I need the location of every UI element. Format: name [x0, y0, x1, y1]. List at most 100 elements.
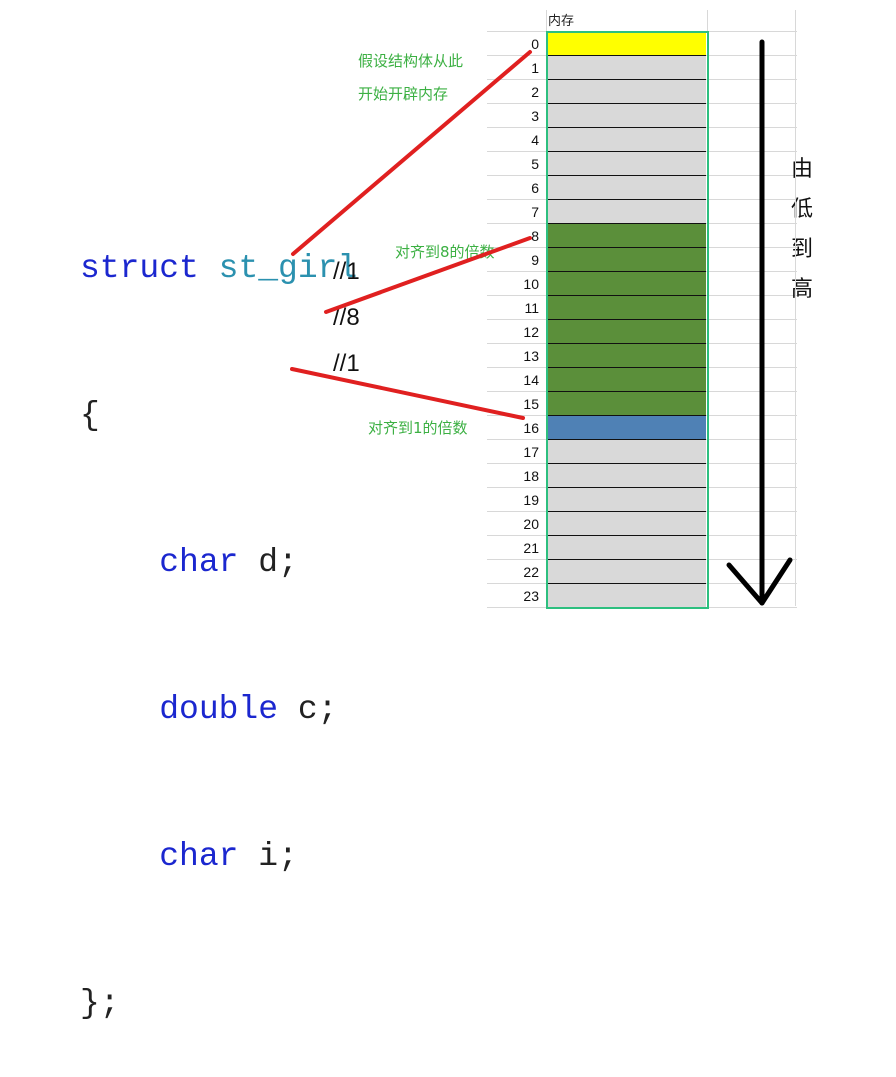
memory-byte-cell	[548, 344, 706, 368]
memory-row: 16	[487, 416, 797, 440]
close-brace-line: };	[80, 979, 357, 1028]
memory-row: 15	[487, 392, 797, 416]
align1-annotation: 对齐到1的倍数	[368, 419, 468, 437]
memory-byte-cell	[548, 560, 706, 584]
memory-offset-label: 23	[523, 588, 539, 604]
memory-row: 12	[487, 320, 797, 344]
memory-offset-label: 11	[524, 300, 539, 316]
memory-row: 17	[487, 440, 797, 464]
memory-offset-label: 17	[523, 444, 539, 460]
close-brace: };	[80, 985, 120, 1022]
right-gridline	[795, 10, 796, 606]
memory-offset-label: 15	[523, 396, 539, 412]
field-char-d-line: char d;	[80, 538, 357, 587]
memory-offset-label: 2	[531, 84, 539, 100]
memory-row: 20	[487, 512, 797, 536]
memory-byte-cell	[548, 152, 706, 176]
memory-offset-label: 12	[523, 324, 539, 340]
memory-offset-label: 21	[523, 540, 539, 556]
open-brace-line: {	[80, 391, 357, 440]
memory-offset-label: 4	[531, 132, 539, 148]
connector-c-to-8	[324, 236, 532, 314]
memory-row: 0	[487, 32, 797, 56]
memory-byte-cell	[548, 464, 706, 488]
direction-arrow-head	[726, 557, 793, 606]
memory-byte-cell	[548, 56, 706, 80]
connector-overlay	[290, 39, 793, 606]
memory-offset-label: 1	[531, 60, 539, 76]
memory-byte-cell	[548, 416, 706, 440]
direction-char-2: 低	[790, 197, 813, 222]
memory-offset-label: 5	[531, 156, 539, 172]
memory-row: 10	[487, 272, 797, 296]
memory-byte-cell	[548, 248, 706, 272]
memory-offset-label: 19	[523, 492, 539, 508]
memory-offset-label: 3	[531, 108, 539, 124]
memory-offset-label: 7	[531, 204, 539, 220]
field-i-comment: //1	[333, 350, 360, 377]
direction-char-4: 高	[790, 277, 813, 302]
memory-byte-cell	[548, 200, 706, 224]
direction-char-1: 由	[790, 157, 813, 182]
open-brace: {	[80, 397, 100, 434]
memory-byte-cell	[548, 104, 706, 128]
memory-offset-label: 22	[523, 564, 539, 580]
field-i-name: i;	[238, 838, 298, 875]
connector-d-to-0	[291, 50, 532, 256]
memory-offset-label: 10	[523, 276, 539, 292]
memory-row: 14	[487, 368, 797, 392]
memory-block-border	[546, 31, 709, 609]
memory-row: 3	[487, 104, 797, 128]
memory-offset-label: 18	[523, 468, 539, 484]
memory-row: 13	[487, 344, 797, 368]
start-annotation-line1: 假设结构体从此	[358, 52, 464, 70]
field-char-i-line: char i;	[80, 832, 357, 881]
memory-byte-cell	[548, 584, 706, 607]
memory-byte-cell	[548, 128, 706, 152]
struct-name: st_girl	[218, 250, 358, 287]
memory-byte-cell	[548, 32, 706, 56]
memory-row: 11	[487, 296, 797, 320]
memory-row: 19	[487, 488, 797, 512]
memory-row: 6	[487, 176, 797, 200]
memory-row: 8	[487, 224, 797, 248]
memory-byte-cell	[548, 224, 706, 248]
memory-row: 1	[487, 56, 797, 80]
memory-offset-label: 20	[523, 516, 539, 532]
memory-byte-cell	[548, 512, 706, 536]
memory-byte-cell	[548, 488, 706, 512]
memory-byte-cell	[548, 536, 706, 560]
memory-offset-label: 13	[523, 348, 539, 364]
field-d-name: d;	[238, 544, 298, 581]
memory-offset-label: 6	[531, 180, 539, 196]
memory-byte-cell	[548, 320, 706, 344]
memory-byte-cell	[548, 80, 706, 104]
memory-byte-cell	[548, 392, 706, 416]
field-double-c-line: double c;	[80, 685, 357, 734]
direction-char-3: 到	[790, 237, 813, 262]
memory-row: 7	[487, 200, 797, 224]
memory-row: 21	[487, 536, 797, 560]
field-c-name: c;	[278, 691, 338, 728]
align8-annotation: 对齐到8的倍数	[395, 243, 495, 261]
header-gridline-right	[707, 10, 708, 32]
memory-header: 内存	[548, 14, 575, 29]
memory-offset-label: 0	[531, 36, 539, 52]
memory-row: 18	[487, 464, 797, 488]
field-d-comment: //1	[333, 258, 360, 285]
memory-row: 9	[487, 248, 797, 272]
struct-decl-line: struct st_girl	[80, 244, 357, 293]
memory-byte-cell	[548, 176, 706, 200]
start-annotation-line2: 开始开辟内存	[358, 85, 449, 103]
memory-row: 4	[487, 128, 797, 152]
memory-byte-cell	[548, 368, 706, 392]
memory-byte-cell	[548, 272, 706, 296]
field-c-type: double	[159, 691, 279, 728]
field-i-type: char	[159, 838, 239, 875]
memory-row: 2	[487, 80, 797, 104]
memory-row: 5	[487, 152, 797, 176]
memory-offset-label: 14	[523, 372, 539, 388]
connector-i-to-16	[290, 367, 525, 420]
struct-keyword: struct	[80, 250, 199, 287]
memory-byte-cell	[548, 440, 706, 464]
